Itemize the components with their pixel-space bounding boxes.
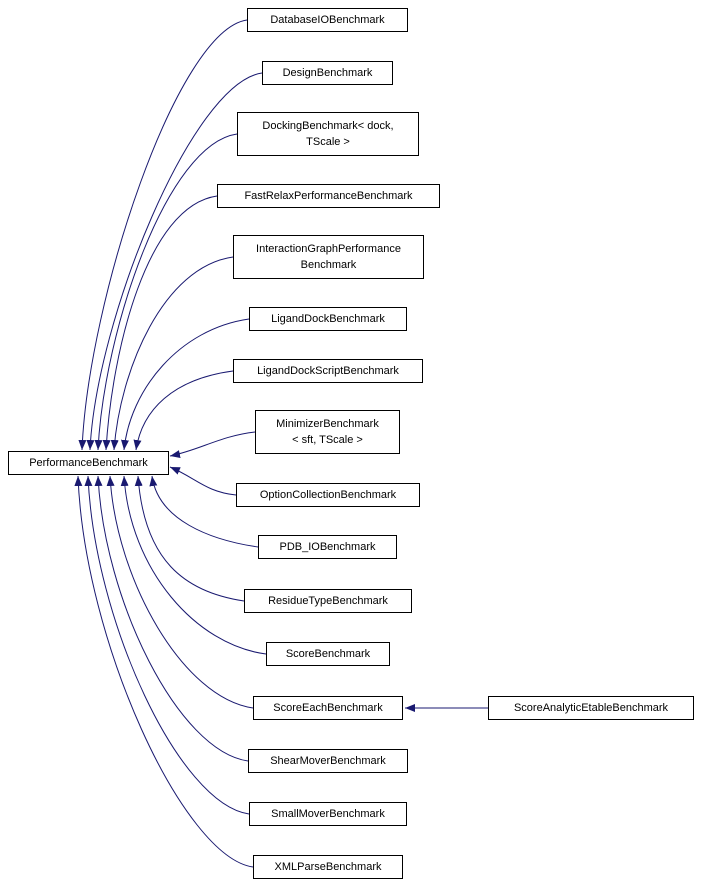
- node-optioncollectionbenchmark[interactable]: OptionCollectionBenchmark: [236, 483, 420, 507]
- node-designbenchmark[interactable]: DesignBenchmark: [262, 61, 393, 85]
- edge-minimizerbenchmark: [169, 431, 256, 458]
- node-performancebenchmark[interactable]: PerformanceBenchmark: [8, 451, 169, 475]
- node-interactiongraphperformancebenchmark[interactable]: InteractionGraphPerformance Benchmark: [233, 235, 424, 279]
- edge-optioncollectionbenchmark: [169, 466, 237, 496]
- node-scorebenchmark[interactable]: ScoreBenchmark: [266, 642, 390, 666]
- node-databaseiobenchmark[interactable]: DatabaseIOBenchmark: [247, 8, 408, 32]
- node-scoreanalyticetablebenchmark[interactable]: ScoreAnalyticEtableBenchmark: [488, 696, 694, 720]
- edge-shearmoverbenchmark: [94, 475, 249, 762]
- edge-residuetypebenchmark: [134, 475, 245, 602]
- edge-scorebenchmark: [120, 475, 267, 655]
- node-minimizerbenchmark[interactable]: MinimizerBenchmark < sft, TScale >: [255, 410, 400, 454]
- edge-dockingbenchmark: [94, 133, 238, 451]
- edge-fastrelaxperformancebenchmark: [102, 195, 218, 451]
- edge-xmlparsebenchmark: [74, 475, 254, 868]
- node-xmlparsebenchmark[interactable]: XMLParseBenchmark: [253, 855, 403, 879]
- node-scoreeachbenchmark[interactable]: ScoreEachBenchmark: [253, 696, 403, 720]
- node-liganddockscriptbenchmark[interactable]: LigandDockScriptBenchmark: [233, 359, 423, 383]
- node-dockingbenchmark[interactable]: DockingBenchmark< dock, TScale >: [237, 112, 419, 156]
- edge-interactiongraphperformancebenchmark: [110, 256, 234, 451]
- edge-pdb-iobenchmark: [149, 475, 259, 548]
- edge-liganddockbenchmark: [121, 318, 250, 451]
- edge-designbenchmark: [86, 72, 263, 451]
- edge-liganddockscriptbenchmark: [133, 370, 234, 451]
- node-shearmoverbenchmark[interactable]: ShearMoverBenchmark: [248, 749, 408, 773]
- node-pdb-iobenchmark[interactable]: PDB_IOBenchmark: [258, 535, 397, 559]
- node-liganddockbenchmark[interactable]: LigandDockBenchmark: [249, 307, 407, 331]
- edge-smallmoverbenchmark: [84, 475, 250, 815]
- node-fastrelaxperformancebenchmark[interactable]: FastRelaxPerformanceBenchmark: [217, 184, 440, 208]
- edge-databaseiobenchmark: [78, 19, 248, 451]
- node-residuetypebenchmark[interactable]: ResidueTypeBenchmark: [244, 589, 412, 613]
- edge-scoreeachbenchmark: [106, 475, 254, 709]
- node-smallmoverbenchmark[interactable]: SmallMoverBenchmark: [249, 802, 407, 826]
